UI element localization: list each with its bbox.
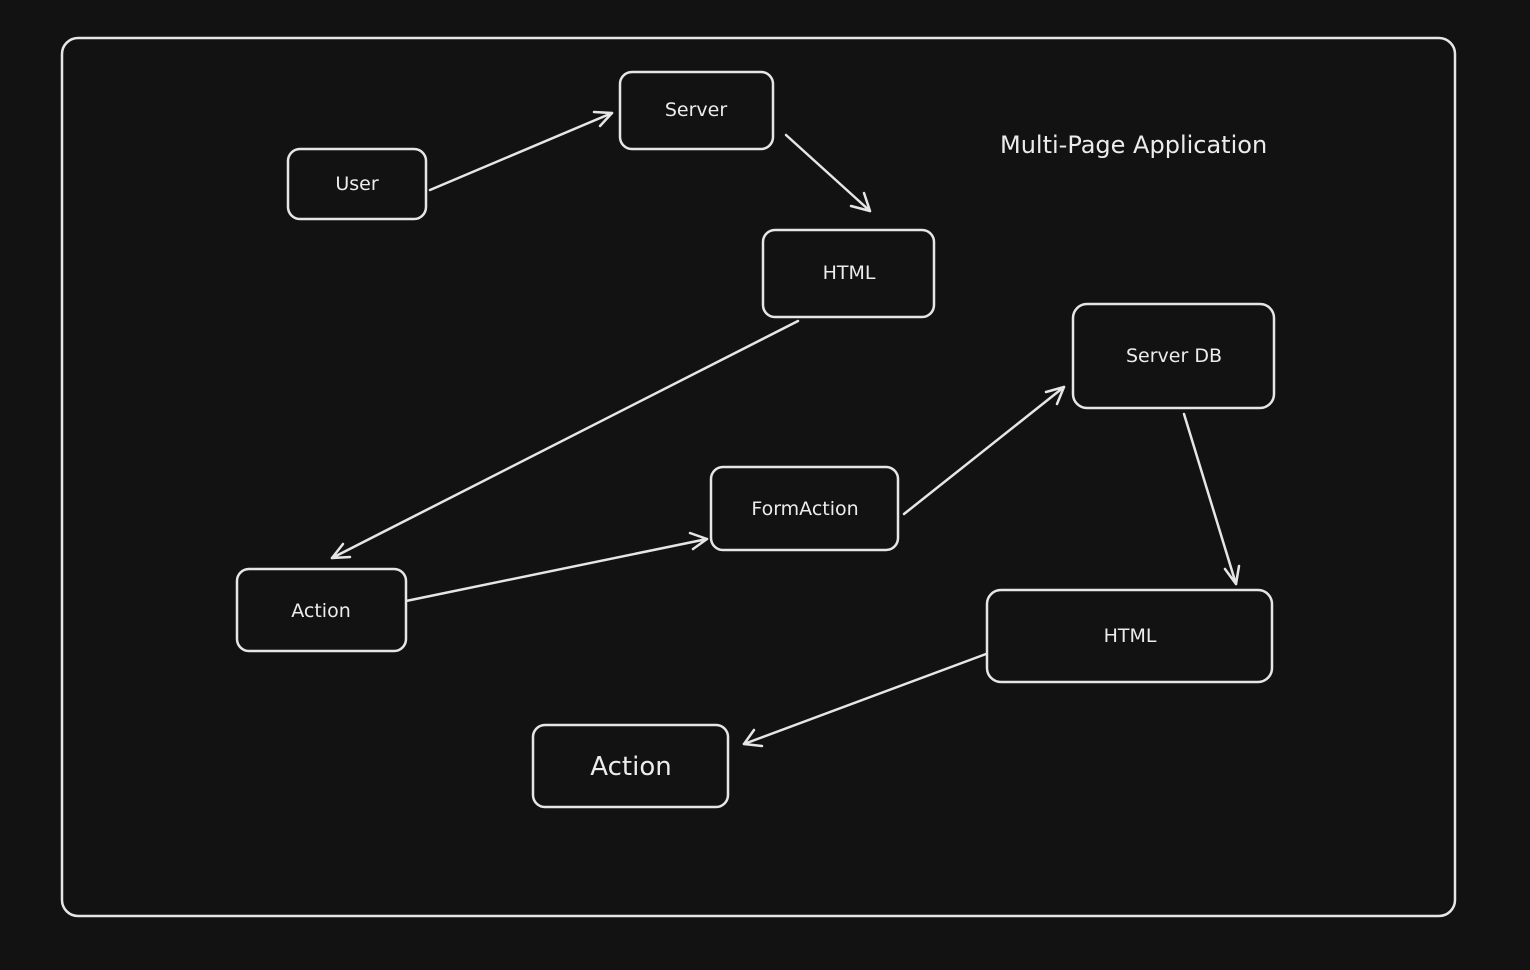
node-form-action[interactable]: FormAction [709, 465, 900, 552]
node-html-bottom[interactable]: HTML [985, 588, 1274, 684]
edge-server-to-html-top [784, 133, 872, 213]
edge-html-bottom-to-action-bottom [742, 652, 988, 748]
node-html-bottom-label: HTML [1104, 625, 1157, 647]
node-action-bottom-label: Action [590, 752, 671, 782]
node-action-bottom[interactable]: Action [531, 723, 730, 809]
edge-server-db-to-html-bottom [1182, 412, 1241, 586]
node-form-action-label: FormAction [751, 498, 858, 520]
edge-action-left-to-form-action [404, 531, 709, 603]
node-server-db[interactable]: Server DB [1071, 302, 1276, 410]
edge-user-to-server [428, 110, 614, 192]
node-action-left-label: Action [291, 600, 351, 622]
node-user-label: User [335, 173, 378, 195]
outer-frame [60, 36, 1457, 918]
node-action-left[interactable]: Action [235, 567, 408, 653]
node-user[interactable]: User [286, 147, 428, 221]
node-html-top-label: HTML [823, 262, 876, 284]
edge-form-action-to-server-db [902, 385, 1066, 516]
node-html-top[interactable]: HTML [761, 228, 936, 319]
edge-html-top-to-action-left [330, 319, 800, 560]
edge-group [330, 110, 1241, 748]
node-server-label: Server [665, 99, 727, 121]
diagram-title: Multi-Page Application [1000, 131, 1267, 159]
node-server[interactable]: Server [618, 70, 775, 151]
node-server-db-label: Server DB [1126, 345, 1222, 367]
